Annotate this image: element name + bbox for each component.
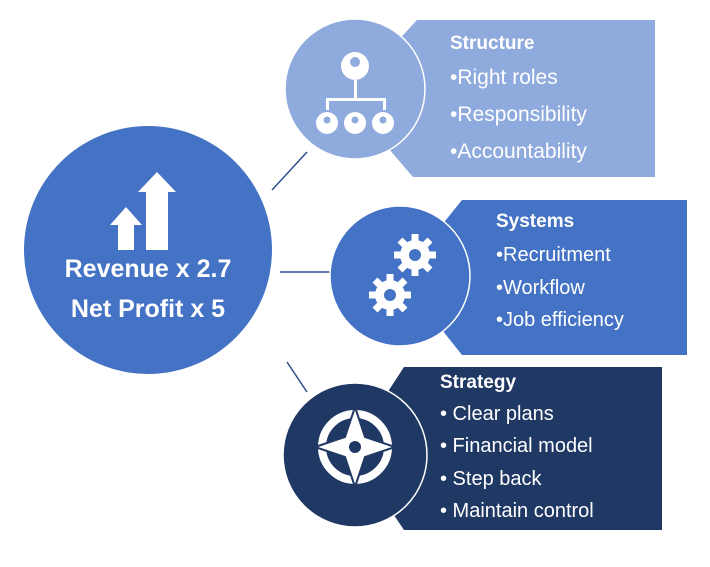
- systems-title: Systems: [496, 211, 575, 232]
- net-profit-label: Net Profit x 5: [70, 295, 226, 323]
- strategy-box: [350, 367, 662, 530]
- growth-arrows-icon: [110, 172, 176, 250]
- structure-bullet: •Accountability: [450, 140, 587, 163]
- strategy-bullet: • Clear plans: [440, 403, 554, 425]
- systems-circle: [329, 205, 471, 347]
- gears-icon: [369, 234, 436, 316]
- systems-bullet: •Job efficiency: [496, 309, 624, 331]
- revenue-label: Revenue x 2.7: [64, 255, 232, 283]
- connector-strategy: [286, 361, 308, 393]
- org-chart-icon: [316, 52, 394, 134]
- strategy-bullet: • Financial model: [440, 435, 593, 457]
- systems-box: [400, 200, 687, 355]
- systems-bullet: •Recruitment: [496, 244, 611, 266]
- strategy-title: Strategy: [440, 372, 517, 393]
- strategy-bullet: • Step back: [440, 468, 542, 490]
- structure-bullet: •Right roles: [450, 66, 558, 89]
- compass-icon: [311, 403, 399, 491]
- structure-title: Structure: [450, 33, 535, 54]
- systems-bullet: •Workflow: [496, 277, 585, 299]
- strategy-bullet: • Maintain control: [440, 500, 594, 522]
- structure-bullet: •Responsibility: [450, 103, 587, 126]
- structure-box: [345, 20, 655, 177]
- connector-structure: [271, 151, 308, 191]
